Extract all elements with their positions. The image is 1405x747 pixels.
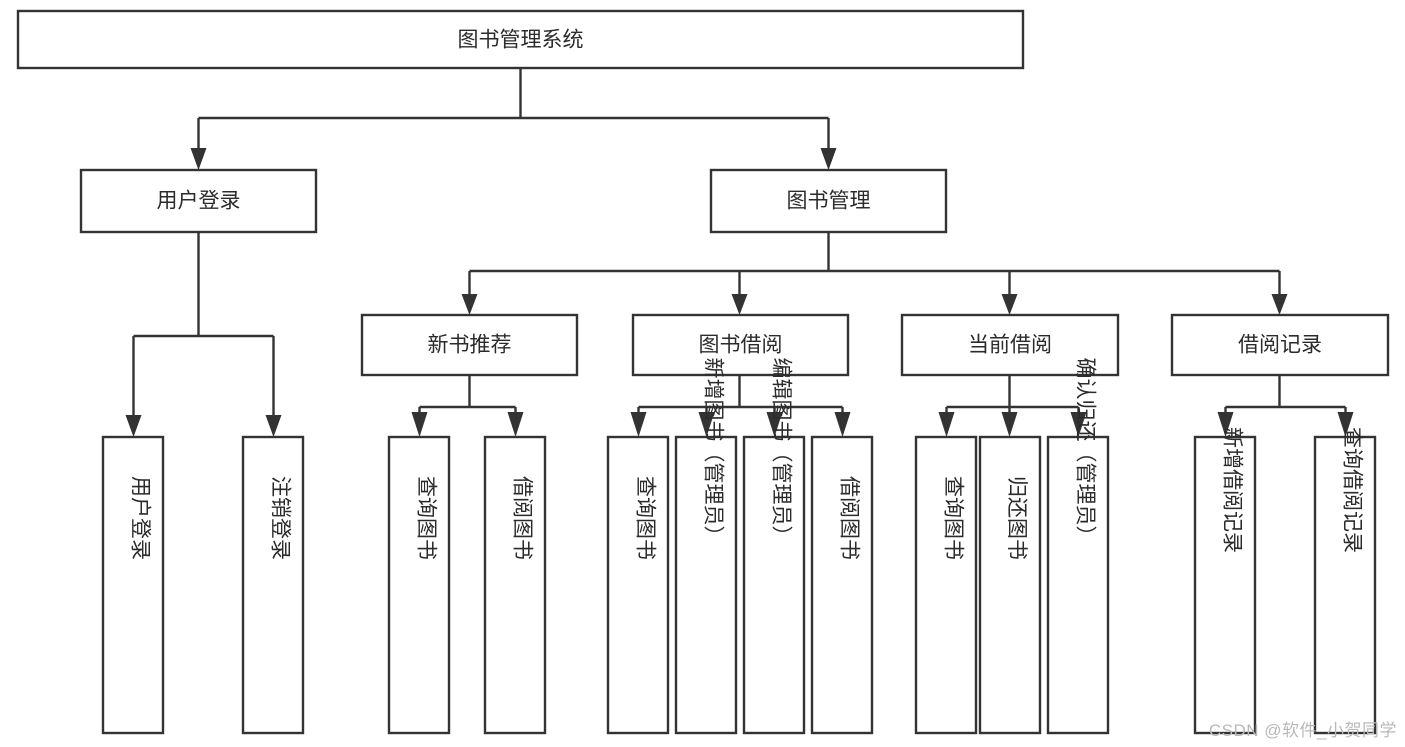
node-new-book-recommend[interactable]: 新书推荐 (360, 313, 579, 377)
arrow-head-leaf-cb-2 (1070, 412, 1087, 437)
leaf-label-book-borrow-1: 新增图书（管理员） (702, 358, 725, 547)
leaf-box-borrow-record-0 (1193, 435, 1257, 735)
connector-group-current-borrow (938, 375, 1087, 437)
arrow-head-leaf-nbr-1 (507, 412, 524, 437)
connector-group-book-mgmt (461, 232, 1288, 315)
leaf-box-book-borrow-1 (674, 435, 738, 735)
arrow-head-current-borrow (1001, 294, 1018, 315)
arrow-head-leaf-bb-1 (698, 412, 715, 437)
watermark-text: CSDN @软件_小贺同学 (1208, 721, 1397, 740)
node-user-login[interactable]: 用户登录 (79, 168, 318, 234)
node-new-book-recommend-label: 新书推荐 (428, 334, 512, 357)
node-current-borrow[interactable]: 当前借阅 (900, 313, 1120, 377)
node-root-system[interactable]: 图书管理系统 (16, 9, 1025, 70)
leaf-node-borrow-record-0[interactable]: 新增借阅记录 (1193, 427, 1257, 735)
leaf-label-user-login-0: 用户登录 (129, 476, 152, 560)
leaf-box-user-login-1 (241, 435, 305, 735)
arrow-head-leaf-bb-2 (766, 412, 783, 437)
leaf-label-book-borrow-2: 编辑图书（管理员） (770, 358, 793, 547)
node-borrow-record[interactable]: 借阅记录 (1170, 313, 1390, 377)
leaf-node-current-borrow-0[interactable]: 查询图书 (914, 435, 978, 735)
leaf-box-book-borrow-0 (606, 435, 670, 735)
arrow-head-new-book-recommend (461, 294, 478, 315)
leaf-box-book-borrow-2 (742, 435, 806, 735)
leaf-node-book-borrow-2[interactable]: 编辑图书（管理员） (742, 358, 806, 735)
leaf-label-borrow-record-0: 新增借阅记录 (1221, 427, 1244, 553)
leaf-label-current-borrow-2: 确认归还（管理员） (1074, 358, 1097, 547)
leaf-node-book-borrow-0[interactable]: 查询图书 (606, 435, 670, 735)
arrow-head-user-login (190, 148, 207, 170)
leaf-label-borrow-record-1: 查询借阅记录 (1341, 427, 1364, 553)
leaf-label-new-book-recommend-1: 借阅图书 (511, 476, 534, 560)
leaf-node-book-borrow-1[interactable]: 新增图书（管理员） (674, 358, 738, 735)
arrow-head-leaf-bb-0 (630, 412, 647, 437)
node-book-borrow-box (631, 313, 850, 377)
leaf-node-borrow-record-1[interactable]: 查询借阅记录 (1313, 427, 1377, 735)
arrow-head-book-mgmt (820, 148, 837, 170)
leaf-node-current-borrow-2[interactable]: 确认归还（管理员） (1046, 358, 1110, 735)
arrow-head-leaf-user-login-0 (125, 415, 142, 437)
node-book-borrow-label: 图书借阅 (699, 334, 783, 357)
arrow-head-borrow-record (1271, 294, 1288, 315)
arrow-head-leaf-br-1 (1337, 412, 1354, 437)
leaf-node-current-borrow-1[interactable]: 归还图书 (978, 435, 1042, 735)
node-root-label: 图书管理系统 (458, 29, 584, 52)
leaf-label-book-borrow-3: 借阅图书 (838, 476, 861, 560)
arrow-head-leaf-nbr-0 (411, 412, 428, 437)
node-user-login-label: 用户登录 (157, 190, 241, 213)
node-book-management-label: 图书管理 (787, 190, 871, 213)
node-book-management-box (709, 168, 948, 234)
leaf-box-book-borrow-3 (810, 435, 874, 735)
leaf-box-new-book-recommend-1 (483, 435, 547, 735)
leaf-label-book-borrow-0: 查询图书 (634, 476, 657, 560)
node-book-management[interactable]: 图书管理 (709, 168, 948, 234)
arrow-head-leaf-user-login-1 (265, 415, 282, 437)
leaf-label-current-borrow-1: 归还图书 (1005, 476, 1028, 560)
node-new-book-recommend-box (360, 313, 579, 377)
arrow-head-leaf-cb-0 (938, 412, 955, 437)
leaf-box-user-login-0 (101, 435, 165, 735)
arrow-head-book-borrow (731, 294, 748, 315)
node-borrow-record-box (1170, 313, 1390, 377)
node-user-login-box (79, 168, 318, 234)
node-borrow-record-label: 借阅记录 (1238, 334, 1322, 357)
connector-group-book-borrow (630, 375, 851, 437)
arrow-head-leaf-cb-1 (1001, 412, 1018, 437)
leaf-label-user-login-1: 注销登录 (269, 476, 292, 560)
leaf-label-current-borrow-0: 查询图书 (942, 476, 965, 560)
leaf-label-new-book-recommend-0: 查询图书 (415, 476, 438, 560)
leaf-box-current-borrow-0 (914, 435, 978, 735)
leaf-box-borrow-record-1 (1313, 435, 1377, 735)
leaf-node-user-login-0[interactable]: 用户登录 (101, 435, 165, 735)
leaf-node-user-login-1[interactable]: 注销登录 (241, 435, 305, 735)
leaf-node-new-book-recommend-1[interactable]: 借阅图书 (483, 435, 547, 735)
node-book-borrow[interactable]: 图书借阅 (631, 313, 850, 377)
node-root-box (16, 9, 1025, 70)
leaf-node-new-book-recommend-0[interactable]: 查询图书 (387, 435, 451, 735)
arrow-head-leaf-br-0 (1217, 412, 1234, 437)
connector-group-borrow-record (1217, 375, 1354, 437)
connector-group-root (190, 68, 837, 170)
leaf-box-new-book-recommend-0 (387, 435, 451, 735)
leaf-box-current-borrow-1 (978, 435, 1042, 735)
connector-group-user-login (125, 232, 282, 437)
leaf-node-book-borrow-3[interactable]: 借阅图书 (810, 435, 874, 735)
node-current-borrow-label: 当前借阅 (968, 334, 1052, 357)
connector-group-new-book-recommend (411, 375, 524, 437)
arrow-head-leaf-bb-3 (834, 412, 851, 437)
node-current-borrow-box (900, 313, 1120, 377)
leaf-box-current-borrow-2 (1046, 435, 1110, 735)
